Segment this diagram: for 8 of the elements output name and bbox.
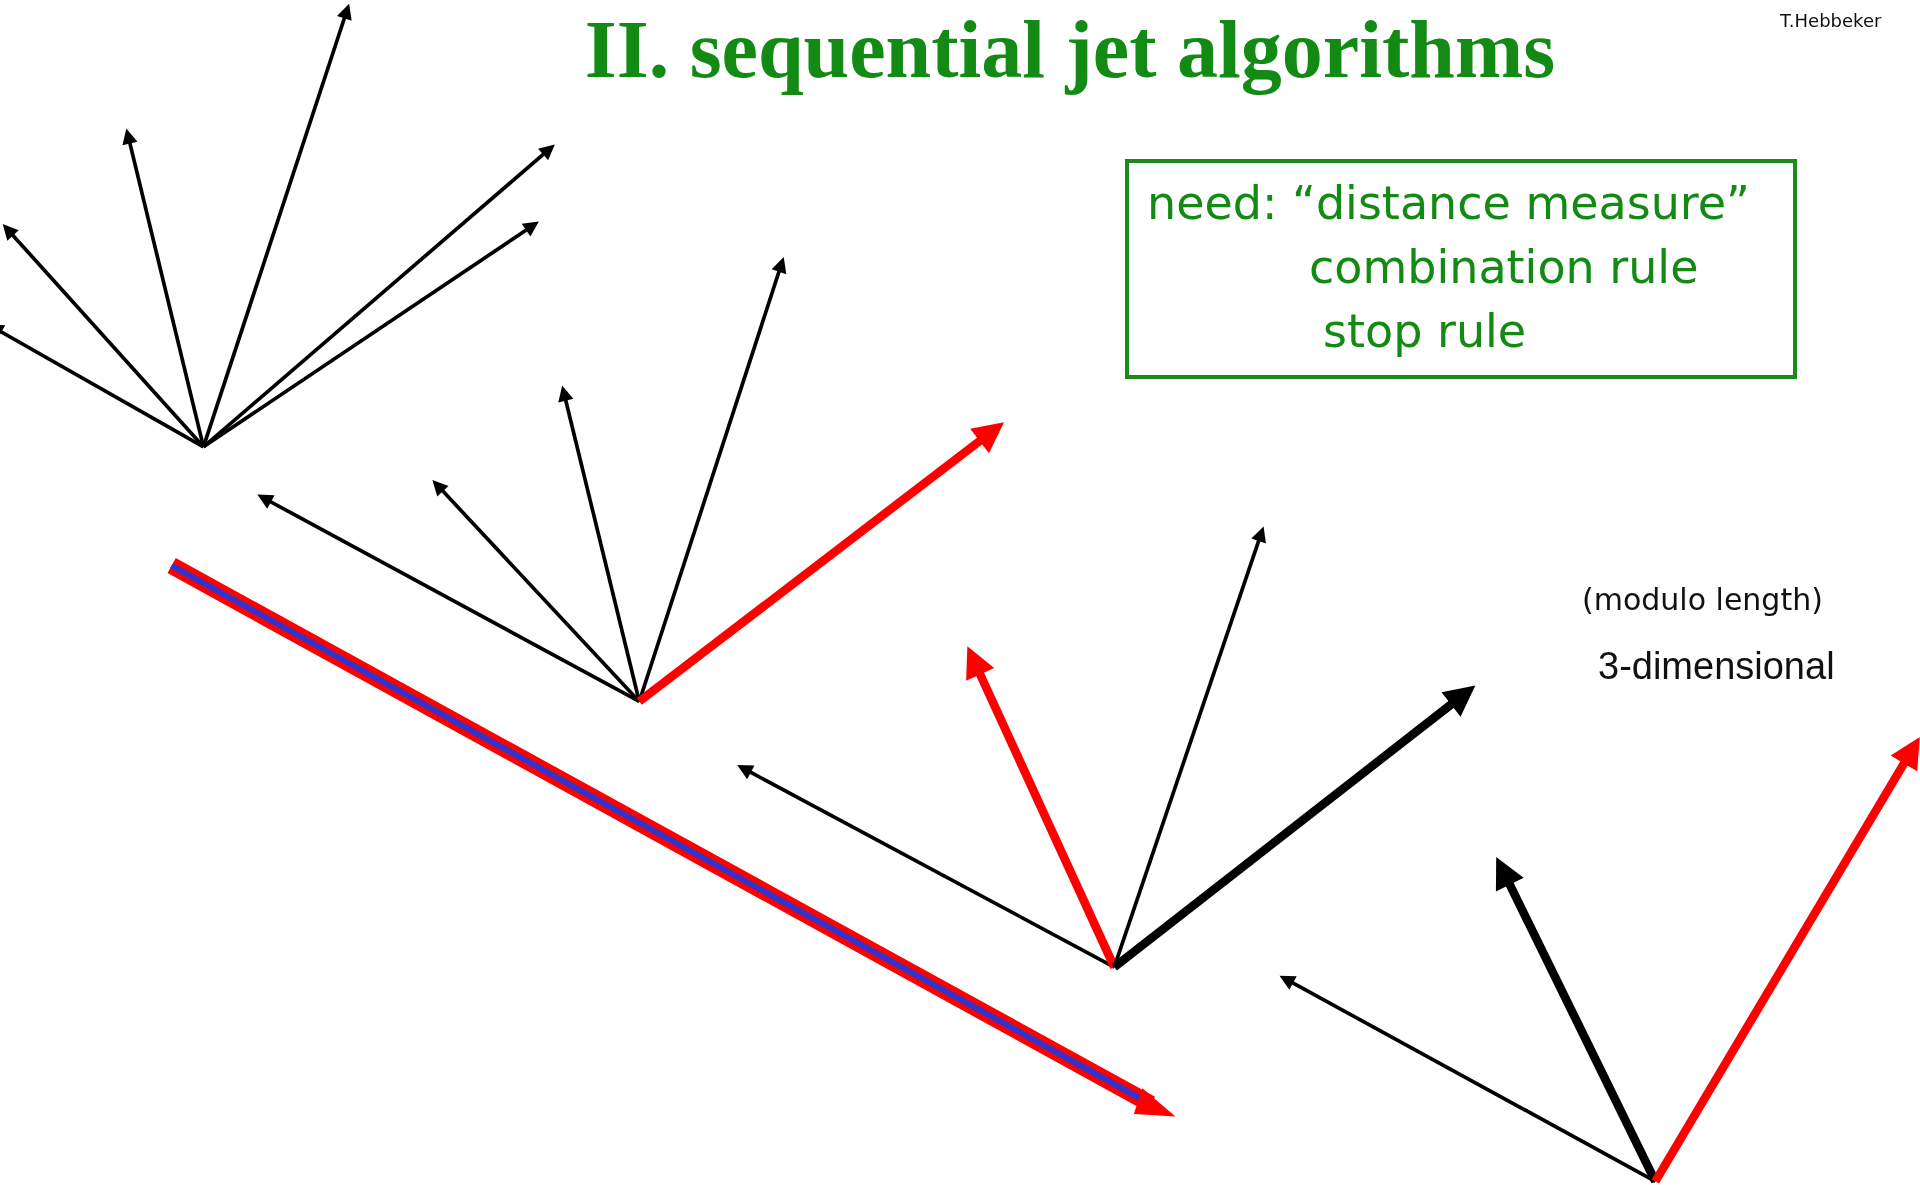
- box-text: need: “distance measure”: [1147, 175, 1750, 231]
- box-text: stop rule: [1323, 303, 1527, 359]
- box-text: combination rule: [1309, 239, 1699, 295]
- title: II. sequential jet algorithms: [583, 3, 1557, 97]
- annotation-text: 3-dimensional: [1598, 644, 1835, 689]
- author-label: T.Hebbeker: [1780, 10, 1882, 32]
- annotation-text: (modulo length): [1582, 582, 1823, 618]
- text-box: [1125, 159, 1797, 379]
